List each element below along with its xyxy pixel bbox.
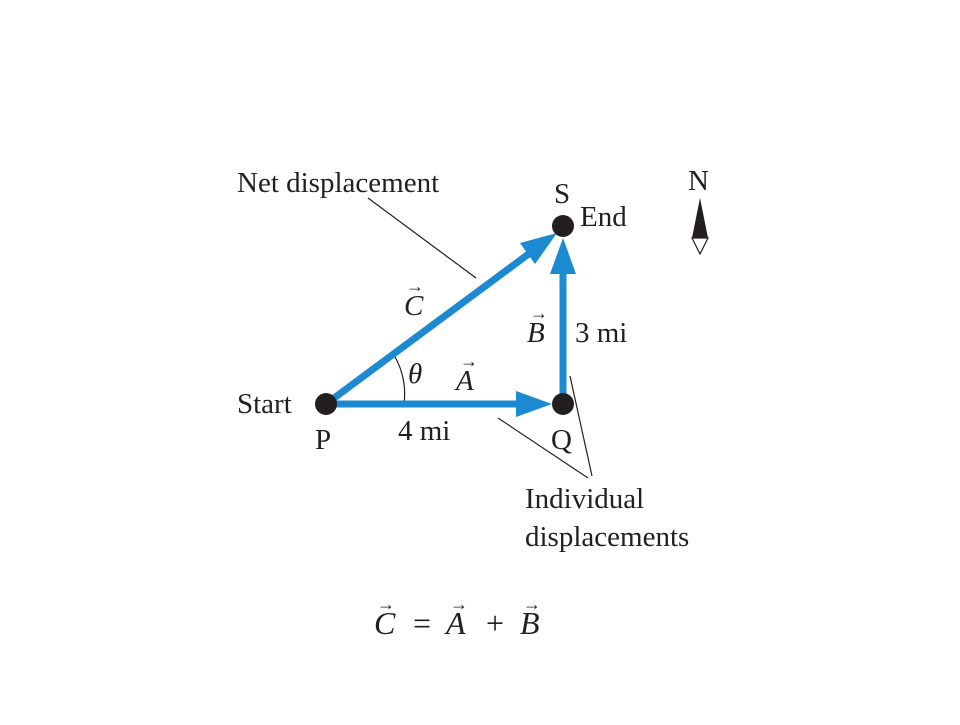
vector-c-symbol: C → xyxy=(404,276,424,322)
vector-b-arrow xyxy=(550,238,576,404)
svg-text:B: B xyxy=(520,605,540,641)
point-s-dot xyxy=(552,215,574,237)
net-displacement-leader-line xyxy=(367,197,477,279)
svg-text:→: → xyxy=(450,594,468,614)
svg-text:→: → xyxy=(406,276,424,296)
svg-text:→: → xyxy=(377,594,395,614)
individual-leader-line-b xyxy=(569,375,593,477)
vector-sum-equation: C → = A → + B → xyxy=(374,594,541,641)
svg-text:A: A xyxy=(444,605,466,641)
equation-c-symbol: C → xyxy=(374,594,396,641)
equation-a-symbol: A → xyxy=(444,594,468,641)
point-p-label: P xyxy=(315,424,331,456)
point-q-label: Q xyxy=(551,424,572,456)
vector-a-symbol: A → xyxy=(454,351,478,397)
svg-text:A: A xyxy=(454,365,474,397)
individual-label-line1: Individual xyxy=(525,483,644,515)
point-q-dot xyxy=(552,393,574,415)
north-label: N xyxy=(688,165,709,197)
svg-text:→: → xyxy=(523,594,541,614)
vector-c-arrow xyxy=(323,233,557,407)
individual-leader-line-a xyxy=(497,417,589,479)
distance-a-label: 4 mi xyxy=(398,415,450,447)
north-arrow-icon xyxy=(691,198,709,256)
individual-label-line2: displacements xyxy=(525,521,689,553)
svg-text:B: B xyxy=(527,317,545,349)
angle-theta-arc xyxy=(393,354,406,405)
distance-b-label: 3 mi xyxy=(575,317,627,349)
svg-text:→: → xyxy=(530,303,548,323)
equation-b-symbol: B → xyxy=(520,594,541,641)
svg-text:C: C xyxy=(404,290,424,322)
point-s-label: S xyxy=(554,178,570,210)
net-displacement-label: Net displacement xyxy=(237,167,439,199)
start-label: Start xyxy=(237,388,292,420)
svg-text:→: → xyxy=(460,351,478,371)
equation-equals-sign: = xyxy=(413,605,431,641)
point-p-dot xyxy=(315,393,337,415)
angle-theta-label: θ xyxy=(408,358,422,390)
svg-text:C: C xyxy=(374,605,396,641)
vector-b-symbol: B → xyxy=(527,303,548,349)
end-label: End xyxy=(580,201,627,233)
vector-a-arrow xyxy=(326,391,552,417)
equation-plus-sign: + xyxy=(486,605,504,641)
